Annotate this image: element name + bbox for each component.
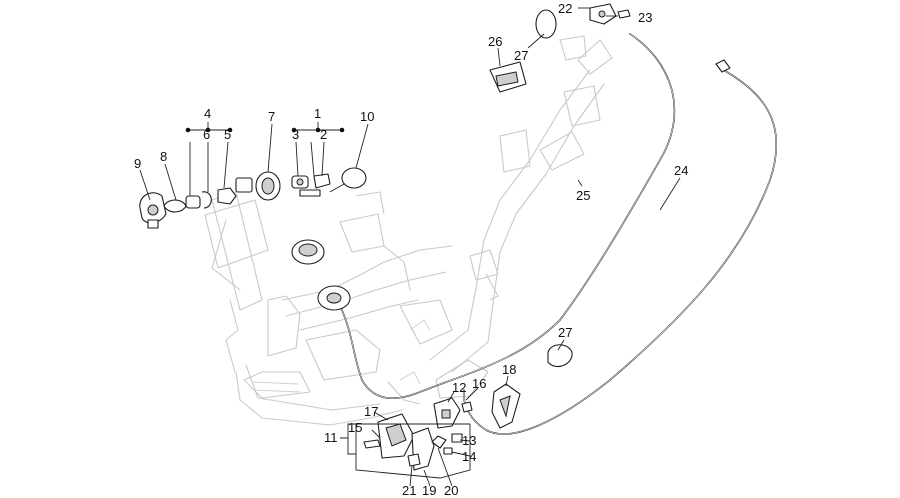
callout-27-bottom: 27 <box>558 325 572 340</box>
callout-8: 8 <box>160 149 167 164</box>
callout-7: 7 <box>268 109 275 124</box>
callout-18: 18 <box>502 362 516 377</box>
callout-27-top: 27 <box>514 48 528 63</box>
callout-6: 6 <box>203 127 210 142</box>
part-3-lock <box>291 175 309 189</box>
callout-16: 16 <box>472 376 486 391</box>
part-22-latch <box>589 3 617 25</box>
fuel-filler <box>317 285 351 311</box>
leaders <box>139 7 681 487</box>
part-18-lever <box>491 383 521 429</box>
part-9-key-switch <box>139 192 167 229</box>
callout-5: 5 <box>224 127 231 142</box>
part-2-key-barrel <box>299 173 331 197</box>
part-23-bolt <box>617 9 631 19</box>
part-27-clip-bottom <box>547 344 573 367</box>
part-7-lock-cylinder <box>235 171 281 201</box>
part-12-housing <box>433 397 461 429</box>
part-13-pin <box>451 433 463 443</box>
callout-14: 14 <box>462 449 476 464</box>
callout-22: 22 <box>558 1 572 16</box>
callout-17: 17 <box>364 404 378 419</box>
callout-labels: 4 6 5 8 9 7 1 3 2 10 22 23 26 27 24 25 2… <box>134 1 688 498</box>
callout-3: 3 <box>292 127 299 142</box>
part-27-clip-top <box>535 9 557 39</box>
part-11-assembly <box>363 413 447 471</box>
part-26-bracket <box>489 61 527 93</box>
callout-1: 1 <box>314 106 321 121</box>
callout-26: 26 <box>488 34 502 49</box>
callout-13: 13 <box>462 433 476 448</box>
cable-24 <box>462 59 778 435</box>
callout-11: 11 <box>324 430 338 445</box>
part-6-ring <box>185 191 212 209</box>
cable-25 <box>339 33 676 400</box>
callout-24: 24 <box>674 163 688 178</box>
callout-12: 12 <box>452 380 466 395</box>
part-14-screw <box>443 447 453 455</box>
callout-19: 19 <box>422 483 436 498</box>
callout-9: 9 <box>134 156 141 171</box>
callout-23: 23 <box>638 10 652 25</box>
fuel-cap <box>291 239 325 265</box>
part-8-cover <box>163 199 187 213</box>
part-16-spring <box>461 401 473 413</box>
callout-2: 2 <box>320 127 327 142</box>
part-10-key-ring <box>329 167 367 193</box>
callout-20: 20 <box>444 483 458 498</box>
callout-4: 4 <box>204 106 211 121</box>
callout-10: 10 <box>360 109 374 124</box>
part-5-nut <box>217 187 237 205</box>
callout-15: 15 <box>348 420 362 435</box>
callout-21: 21 <box>402 483 416 498</box>
callout-25: 25 <box>576 188 590 203</box>
scooter-frame <box>204 35 613 426</box>
